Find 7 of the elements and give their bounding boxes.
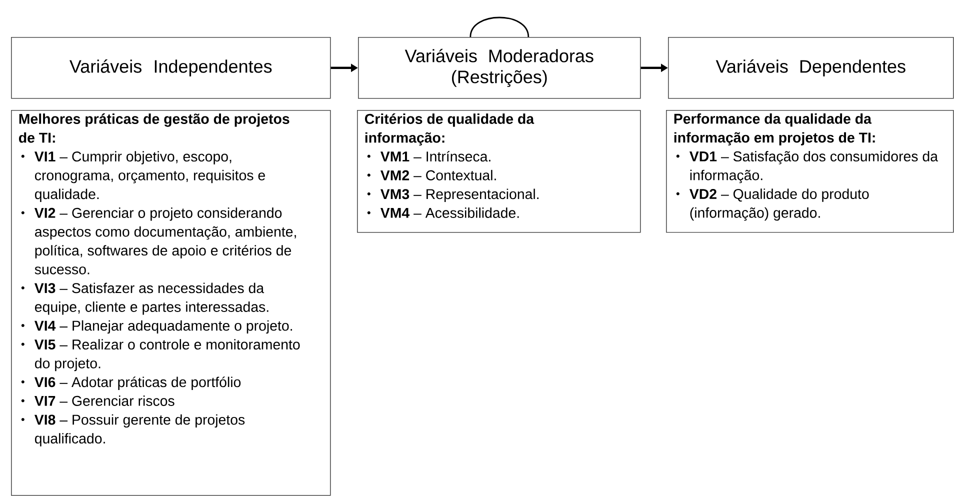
variable-box: Variáveis Independentes xyxy=(11,37,331,99)
loop-arc xyxy=(470,16,530,38)
text-box: Melhores práticas de gestão de projetos de TI: VI1 – Cumprir objetivo, escopo, cronograma, orçamento, requisitos e qualidade. VI2 – Gerenciar o projeto considerando aspectos como documentação, ambiente, política, softwares de apoio e critérios de sucesso. VI3 – Satisfazer as necessidades da equipe, cliente e partes interessadas. VI4 – Planejar adequadamente o projeto. VI5 – Realizar o controle e monitoramento do projeto. VI6 – Adotar práticas de portfólio VI7 – Gerenciar riscos VI8 – Possuir gerente de projetos qualificado. xyxy=(11,110,331,496)
text-box: Critérios de qualidade da informação: VM1 – Intrínseca. VM2 – Contextual. VM3 – Representacional. VM4 – Acessibilidade. xyxy=(357,110,641,233)
variable-box: Variáveis Moderadoras (Restrições) xyxy=(358,37,641,99)
text-box: Performance da qualidade da informação em projetos de TI: VD1 – Satisfação dos consumidores da informação. VD2 – Qualidade do produto (informação) gerado. xyxy=(666,110,954,233)
variable-box: Variáveis Dependentes xyxy=(668,37,954,99)
